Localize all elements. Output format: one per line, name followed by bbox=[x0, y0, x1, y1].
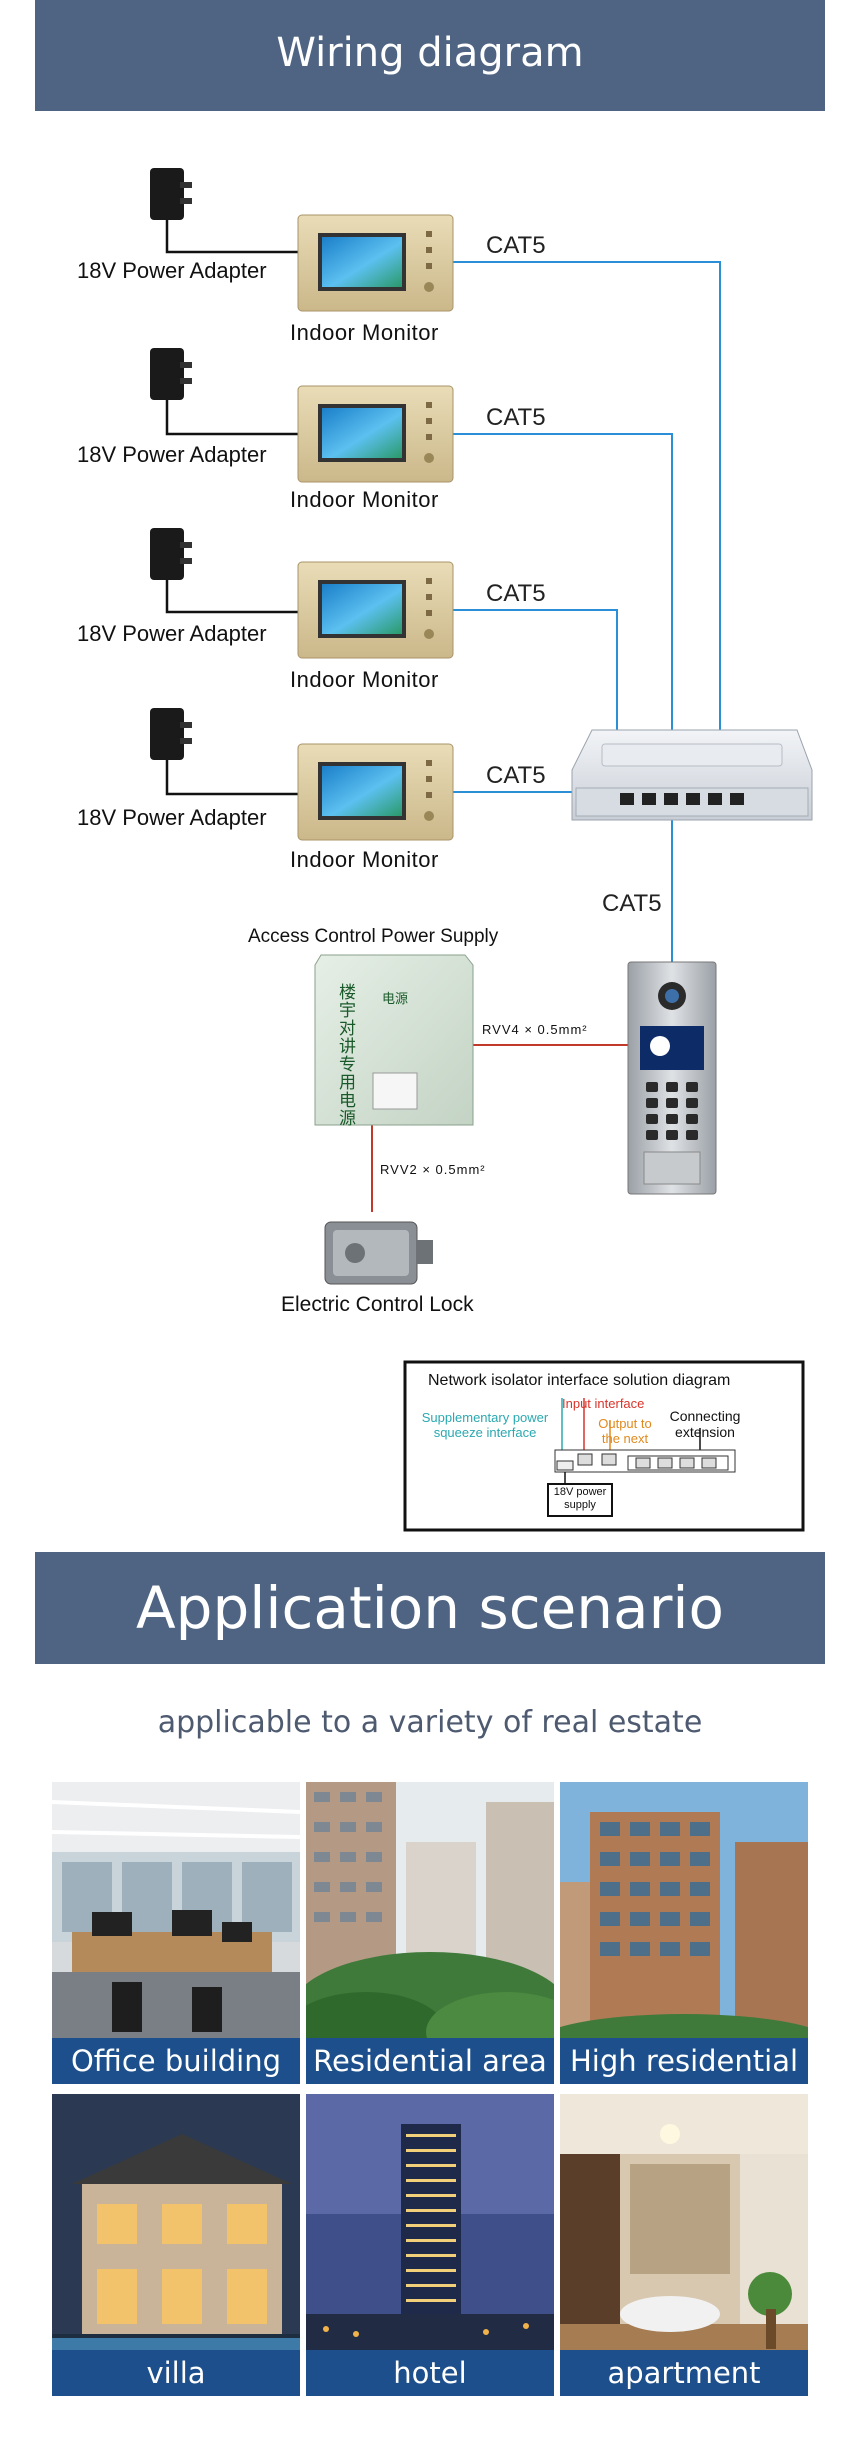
monitor-label-2: Indoor Monitor bbox=[290, 487, 439, 512]
adapter-label-2: 18V Power Adapter bbox=[77, 442, 267, 467]
power-supply-front-text: 楼宇对讲专用电源 bbox=[339, 983, 356, 1129]
tile-caption: villa bbox=[52, 2350, 300, 2396]
monitor-label-1: Indoor Monitor bbox=[290, 320, 439, 345]
power-supply-label: Access Control Power Supply bbox=[248, 926, 499, 947]
cat5-label-4: CAT5 bbox=[486, 762, 546, 789]
rvv4-label: RVV4 × 0.5mm² bbox=[482, 1022, 588, 1037]
tile-high-residential: High residential bbox=[560, 1782, 808, 2084]
indoor-monitors bbox=[297, 214, 454, 841]
isolator-diagram bbox=[403, 1360, 805, 1532]
network-switch bbox=[571, 729, 813, 821]
access-power-supply bbox=[314, 954, 474, 1126]
monitor-label-3: Indoor Monitor bbox=[290, 667, 439, 692]
cat5-label-2: CAT5 bbox=[486, 404, 546, 431]
isolator-title: Network isolator interface solution diag… bbox=[428, 1372, 731, 1389]
tile-caption: Residential area bbox=[306, 2038, 554, 2084]
application-title: Application scenario bbox=[135, 1574, 725, 1642]
door-station bbox=[627, 961, 717, 1195]
hotel-photo-icon bbox=[306, 2094, 554, 2396]
tile-caption: hotel bbox=[306, 2350, 554, 2396]
tile-hotel: hotel bbox=[306, 2094, 554, 2396]
application-subtitle: applicable to a variety of real estate bbox=[157, 1705, 703, 1740]
cat5-cables bbox=[452, 261, 721, 962]
tile-caption: apartment bbox=[560, 2350, 808, 2396]
wiring-diagram-title: Wiring diagram bbox=[276, 30, 584, 76]
lock-label: Electric Control Lock bbox=[281, 1293, 474, 1316]
wiring-diagram-graphic bbox=[150, 168, 813, 1532]
cat5-label-1: CAT5 bbox=[486, 232, 546, 259]
electric-lock bbox=[324, 1221, 433, 1285]
tile-caption: High residential bbox=[560, 2038, 808, 2084]
tile-villa: villa bbox=[52, 2094, 300, 2396]
cat5-label-3: CAT5 bbox=[486, 580, 546, 607]
power-supply-badge: 电源 bbox=[382, 992, 409, 1007]
tile-residential-area: Residential area bbox=[306, 1782, 554, 2084]
tile-caption: Office building bbox=[52, 2038, 300, 2084]
tile-office-building: Office building bbox=[52, 1782, 300, 2084]
isolator-input: Input interface bbox=[562, 1396, 645, 1411]
residential-photo-icon bbox=[306, 1782, 554, 2084]
tile-apartment: apartment bbox=[560, 2094, 808, 2396]
isolator-power: 18V power supply bbox=[553, 1486, 607, 1511]
application-banner: Application scenario bbox=[35, 1552, 825, 1664]
power-adapters bbox=[150, 168, 300, 796]
adapter-label-1: 18V Power Adapter bbox=[77, 258, 267, 283]
adapter-label-3: 18V Power Adapter bbox=[77, 621, 267, 646]
office-photo-icon bbox=[52, 1782, 300, 2084]
wiring-diagram-banner: Wiring diagram bbox=[35, 0, 825, 111]
rvv-cables bbox=[371, 1044, 628, 1212]
cat5-label-bottom: CAT5 bbox=[602, 890, 662, 917]
isolator-connecting: Connecting extension bbox=[669, 1408, 741, 1440]
adapter-label-4: 18V Power Adapter bbox=[77, 805, 267, 830]
isolator-output: Output to the next bbox=[598, 1416, 652, 1446]
isolator-supplementary: Supplementary power squeeze interface bbox=[421, 1410, 549, 1440]
rvv2-label: RVV2 × 0.5mm² bbox=[380, 1162, 486, 1177]
monitor-label-4: Indoor Monitor bbox=[290, 847, 439, 872]
